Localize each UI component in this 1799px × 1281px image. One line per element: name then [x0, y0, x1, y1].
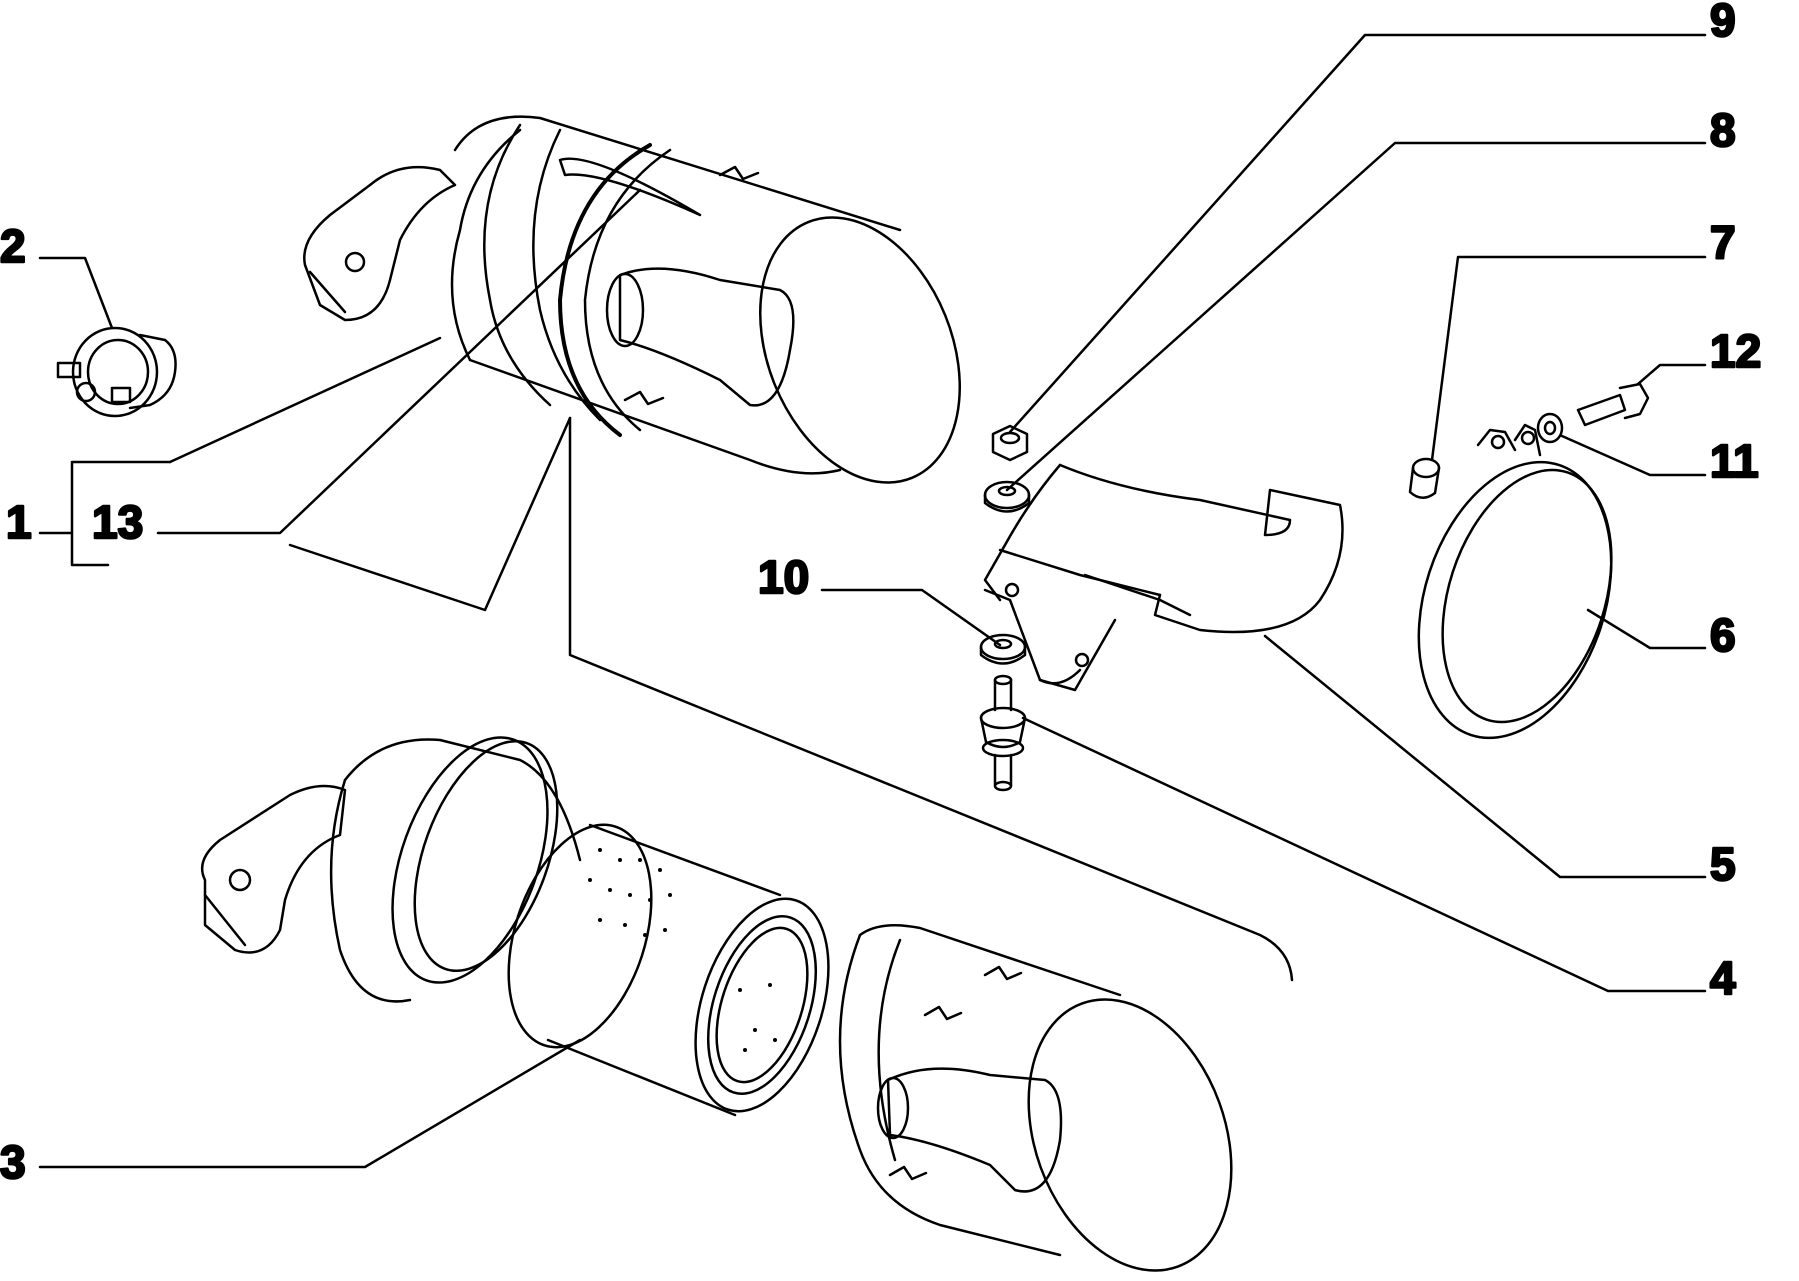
leader-9: [1008, 33, 1707, 434]
leader-7: [1430, 255, 1707, 462]
leader-2: [38, 256, 114, 330]
part-6-clamp-band: [1386, 425, 1645, 763]
callout-7: 7: [1710, 216, 1736, 268]
elbow-bolt: [230, 870, 250, 890]
leader-assembly-connector: [568, 416, 1294, 982]
leader-lines: [38, 33, 1707, 1169]
part-7-spacer: [1410, 459, 1439, 498]
leader-6: [1586, 608, 1707, 650]
part-5-bracket: [985, 465, 1343, 690]
leader-13: [156, 188, 642, 535]
callout-6: 6: [1710, 609, 1736, 661]
leader-5: [1263, 634, 1707, 879]
leader-1: [38, 460, 172, 567]
assembled-air-filter: [304, 117, 997, 513]
leader-10: [820, 588, 1002, 647]
leader-12: [1636, 363, 1707, 386]
callout-labels: 9 8 7 12 11 6 5 4 10 2 1 13 3: [0, 0, 1762, 1189]
part-11-washer: [1538, 414, 1562, 442]
callout-1: 1: [6, 496, 32, 548]
leader-11: [1560, 434, 1707, 477]
perforation-dots: [588, 848, 777, 1052]
part-8-washer: [985, 482, 1029, 512]
part-2-pressure-switch: [58, 328, 176, 416]
part-4-rubber-mount: [981, 676, 1025, 790]
part-10-washer: [981, 635, 1025, 664]
callout-10: 10: [758, 551, 809, 603]
callout-3: 3: [0, 1136, 26, 1188]
leader-8: [1005, 141, 1707, 492]
part-12-bolt: [1578, 384, 1648, 425]
leader-4: [1021, 716, 1707, 993]
callout-9: 9: [1710, 0, 1736, 46]
leader-1-target: [168, 336, 442, 464]
elbow-bolt: [346, 253, 364, 271]
part-3-filter-element: [483, 807, 853, 1129]
callout-4: 4: [1710, 952, 1736, 1004]
callout-2: 2: [0, 220, 26, 272]
exploded-filter-housing-front: [840, 925, 1267, 1281]
callout-11: 11: [1710, 435, 1759, 487]
callout-5: 5: [1710, 838, 1736, 890]
leader-3: [38, 1038, 582, 1169]
callout-13: 13: [92, 496, 143, 548]
exploded-filter-housing-rear: [202, 716, 585, 1003]
callout-8: 8: [1710, 104, 1736, 156]
callout-12: 12: [1710, 325, 1761, 377]
leader-assembly-rear: [288, 416, 572, 612]
